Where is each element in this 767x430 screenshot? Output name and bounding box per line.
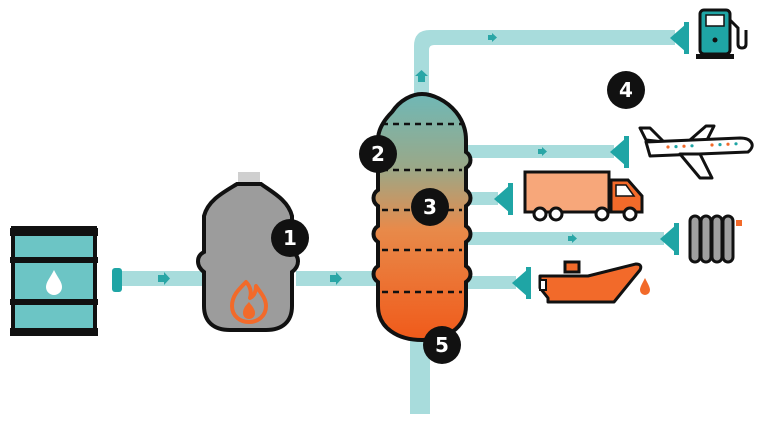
barrel-rim-bottom xyxy=(10,328,98,336)
window xyxy=(718,143,722,147)
window xyxy=(666,145,670,149)
airplane-wing-bottom xyxy=(678,152,714,180)
oil-can-cap xyxy=(563,260,581,274)
barrel-rim-top xyxy=(10,228,98,236)
arrow-furnace xyxy=(330,272,342,285)
arrow-barrel xyxy=(158,272,170,285)
flame-icon xyxy=(230,280,268,324)
oil-barrel-icon xyxy=(10,226,98,336)
connector-fuel-cap xyxy=(684,22,689,54)
radiator-fin xyxy=(710,214,724,264)
connector-diesel xyxy=(494,185,510,213)
pipe-output-diesel xyxy=(468,192,498,205)
window xyxy=(710,143,714,147)
window xyxy=(674,145,678,149)
connector-fuel xyxy=(670,24,686,52)
truck-trailer xyxy=(523,170,611,214)
step-badge-4: 4 xyxy=(607,71,645,109)
connector-jet xyxy=(610,138,626,166)
droplet-icon xyxy=(46,270,62,295)
barrel-rim-lower xyxy=(10,299,98,305)
step-badge-1: 1 xyxy=(271,219,309,257)
arrow-heating xyxy=(568,234,577,243)
pipe-output-heating xyxy=(468,232,664,245)
flow-arrows xyxy=(158,33,577,285)
radiator-fin xyxy=(721,214,735,264)
barrel-rim-upper xyxy=(10,257,98,263)
window xyxy=(726,142,730,146)
truck-icon xyxy=(523,170,644,222)
step-label-4: 4 xyxy=(619,78,633,102)
connector-lubricant xyxy=(512,269,528,297)
truck-window xyxy=(615,184,636,197)
step-label-3: 3 xyxy=(423,195,437,219)
arrow-up xyxy=(415,70,428,82)
step-label-2: 2 xyxy=(371,142,385,166)
fuel-pump-icon xyxy=(696,8,748,59)
fuel-pump-base xyxy=(696,54,734,59)
pipe-top-fuel xyxy=(414,30,675,96)
oil-drop-icon xyxy=(640,278,650,295)
pipe-connectors xyxy=(112,22,689,299)
pipe-output-lubricant xyxy=(468,276,516,289)
radiator-fin xyxy=(699,214,713,264)
truck-wheel xyxy=(548,206,564,222)
step-badge-3: 3 xyxy=(411,188,449,226)
truck-wheel xyxy=(594,206,610,222)
fuel-pump-hose xyxy=(728,18,748,50)
arrow-top xyxy=(488,33,497,42)
radiator-valve xyxy=(736,220,742,226)
connector-heating-cap xyxy=(674,223,679,255)
connector-heating xyxy=(660,225,676,253)
furnace-icon xyxy=(196,172,300,332)
arrow-jet xyxy=(538,147,547,156)
oil-can-body xyxy=(538,262,643,304)
airplane-windows xyxy=(666,142,738,149)
fuel-pump-screen xyxy=(705,14,725,27)
window xyxy=(734,142,738,146)
radiator-icon xyxy=(688,214,742,264)
connector-diesel-cap xyxy=(508,183,513,215)
flame-inner xyxy=(243,302,255,319)
connector-jet-cap xyxy=(624,136,629,168)
airplane-body xyxy=(644,136,754,158)
furnace-cap xyxy=(238,172,260,184)
step-badge-5: 5 xyxy=(423,326,461,364)
oil-can-icon xyxy=(538,260,650,304)
radiator-fin xyxy=(688,214,702,264)
airplane-icon xyxy=(638,124,754,180)
connector-lubricant-cap xyxy=(526,267,531,299)
connector-barrel xyxy=(112,268,122,292)
step-label-5: 5 xyxy=(435,333,449,357)
fuel-pump-dot xyxy=(712,37,718,43)
step-badge-2: 2 xyxy=(359,135,397,173)
truck-wheel xyxy=(532,206,548,222)
window xyxy=(682,144,686,148)
truck-wheel xyxy=(622,206,638,222)
furnace-body xyxy=(196,182,300,332)
step-label-1: 1 xyxy=(283,226,297,250)
oil-can-handle xyxy=(539,279,547,291)
window xyxy=(690,144,694,148)
